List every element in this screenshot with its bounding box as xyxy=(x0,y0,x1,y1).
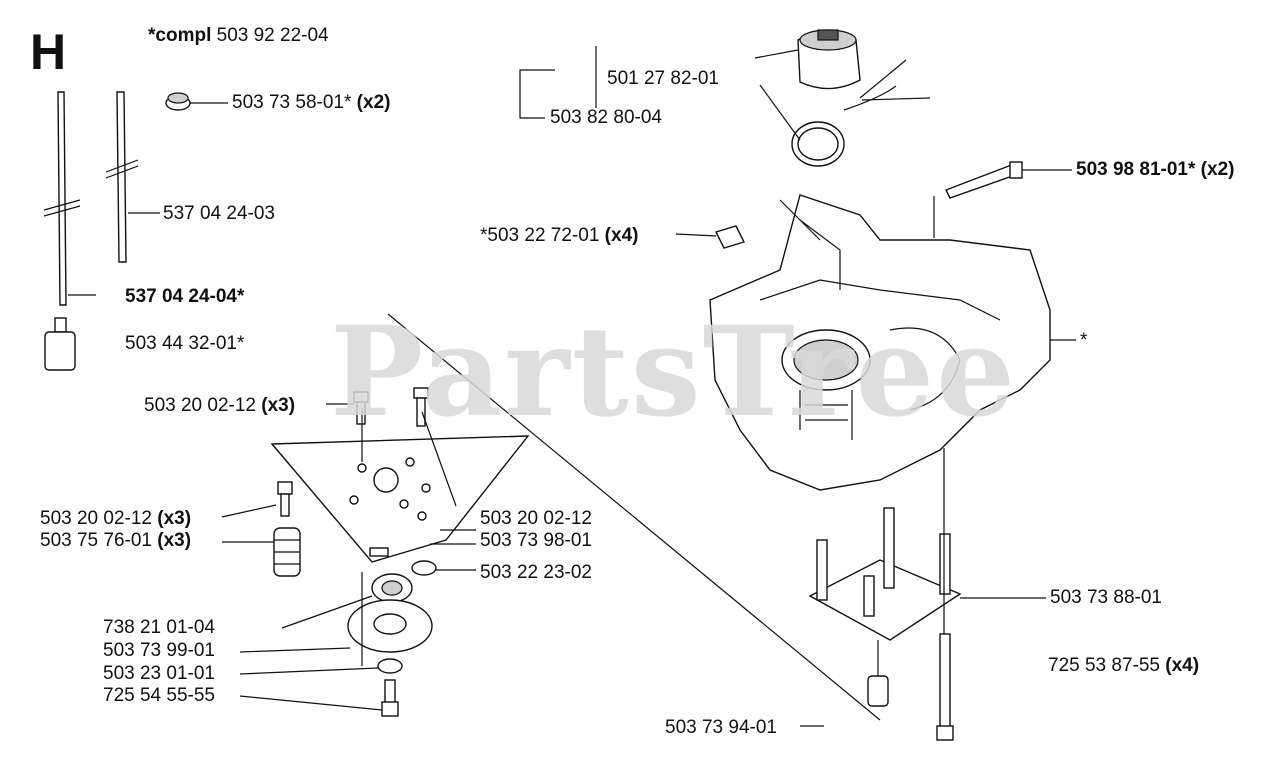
washer xyxy=(377,658,403,674)
label-screw-plate-qty: (x3) xyxy=(261,395,296,416)
label-nut-qty: (x4) xyxy=(604,225,639,246)
label-spring-right[interactable]: 503 73 98-01 xyxy=(480,530,592,552)
label-cap-kit-number: 503 82 80-04 xyxy=(550,107,662,128)
label-housing-number: * xyxy=(1080,330,1088,351)
fuel-hose-short xyxy=(105,91,139,263)
label-screw-left[interactable]: 503 20 02-12 (x3) xyxy=(40,508,191,530)
label-hose-long[interactable]: 537 04 24-04* xyxy=(125,286,244,308)
long-screw xyxy=(945,161,1023,199)
label-mount[interactable]: 503 73 88-01 xyxy=(1050,587,1162,609)
label-housing[interactable]: * xyxy=(1080,330,1087,352)
long-bolt xyxy=(936,633,954,741)
label-sleeve-number: 503 73 94-01 xyxy=(665,717,777,738)
watermark: PartsTree xyxy=(330,300,1018,445)
rubber-buffer xyxy=(273,527,301,577)
leader-lines xyxy=(68,46,1076,727)
label-screw-top-number: 503 98 81-01* xyxy=(1076,159,1196,180)
label-bolt-long[interactable]: 725 53 87-55 (x4) xyxy=(1048,655,1199,677)
label-mount-number: 503 73 88-01 xyxy=(1050,587,1162,608)
label-bolt-long-number: 725 53 87-55 xyxy=(1048,655,1160,676)
label-hose-short-number: 537 04 24-03 xyxy=(163,203,275,224)
label-compl-number: 503 92 22-04 xyxy=(216,25,329,46)
plate-spring-screw xyxy=(413,387,429,427)
bolt xyxy=(381,679,399,717)
label-screw-left-qty: (x3) xyxy=(157,508,192,529)
label-washer-right[interactable]: 503 22 23-02 xyxy=(480,562,592,584)
label-grommet-qty: (x2) xyxy=(356,92,391,113)
label-screw-plate[interactable]: 503 20 02-12 (x3) xyxy=(144,395,295,417)
fuel-hose-long xyxy=(43,91,81,306)
label-bolt-long-qty: (x4) xyxy=(1165,655,1200,676)
mount-plate xyxy=(808,507,962,641)
label-bearing[interactable]: 738 21 01-04 xyxy=(103,617,215,639)
label-hose-short[interactable]: 537 04 24-03 xyxy=(163,203,275,225)
label-buffer-left[interactable]: 503 75 76-01 (x3) xyxy=(40,530,191,552)
label-grommet-number: 503 73 58-01* xyxy=(232,92,352,113)
label-cap-kit[interactable]: 503 82 80-04 xyxy=(550,107,662,129)
crankcase-housing xyxy=(709,194,1051,491)
label-sleeve[interactable]: 503 73 94-01 xyxy=(665,717,777,739)
label-screw-right[interactable]: 503 20 02-12 xyxy=(480,508,592,530)
fuel-cap xyxy=(791,29,931,167)
label-bolt[interactable]: 725 54 55-55 xyxy=(103,685,215,707)
label-screw-top[interactable]: 503 98 81-01* (x2) xyxy=(1076,159,1234,181)
plate-screw xyxy=(353,391,369,425)
sleeve xyxy=(867,675,889,707)
label-screw-left-number: 503 20 02-12 xyxy=(40,508,152,529)
small-washer xyxy=(411,560,437,576)
label-washer[interactable]: 503 23 01-01 xyxy=(103,663,215,685)
label-washer-number: 503 23 01-01 xyxy=(103,663,215,684)
label-buffer-left-qty: (x3) xyxy=(157,530,192,551)
section-letter: H xyxy=(30,24,67,80)
bearing xyxy=(371,573,413,603)
label-compl-prefix: *compl xyxy=(148,25,212,46)
flange xyxy=(347,599,433,653)
label-filter-number: 503 44 32-01* xyxy=(125,333,245,354)
label-nut[interactable]: *503 22 72-01 (x4) xyxy=(480,225,638,247)
label-grommet[interactable]: 503 73 58-01* (x2) xyxy=(232,92,390,114)
label-bolt-number: 725 54 55-55 xyxy=(103,685,215,706)
label-screw-top-qty: (x2) xyxy=(1200,159,1235,180)
grommet xyxy=(165,92,191,111)
label-cap[interactable]: 501 27 82-01 xyxy=(607,68,719,90)
label-bearing-number: 738 21 01-04 xyxy=(103,617,215,638)
label-screw-right-number: 503 20 02-12 xyxy=(480,508,592,529)
label-cap-number: 501 27 82-01 xyxy=(607,68,719,89)
triangular-plate xyxy=(270,435,530,563)
fuel-filter xyxy=(44,317,76,371)
left-screw xyxy=(277,481,293,517)
label-washer-right-number: 503 22 23-02 xyxy=(480,562,592,583)
label-compl[interactable]: *compl 503 92 22-04 xyxy=(148,25,329,47)
square-nut xyxy=(715,225,745,249)
label-buffer-left-number: 503 75 76-01 xyxy=(40,530,152,551)
label-flange-number: 503 73 99-01 xyxy=(103,640,215,661)
label-hose-long-number: 537 04 24-04* xyxy=(125,286,245,307)
label-spring-right-number: 503 73 98-01 xyxy=(480,530,592,551)
label-nut-number: *503 22 72-01 xyxy=(480,225,600,246)
label-screw-plate-number: 503 20 02-12 xyxy=(144,395,256,416)
label-flange[interactable]: 503 73 99-01 xyxy=(103,640,215,662)
label-filter[interactable]: 503 44 32-01* xyxy=(125,333,244,355)
